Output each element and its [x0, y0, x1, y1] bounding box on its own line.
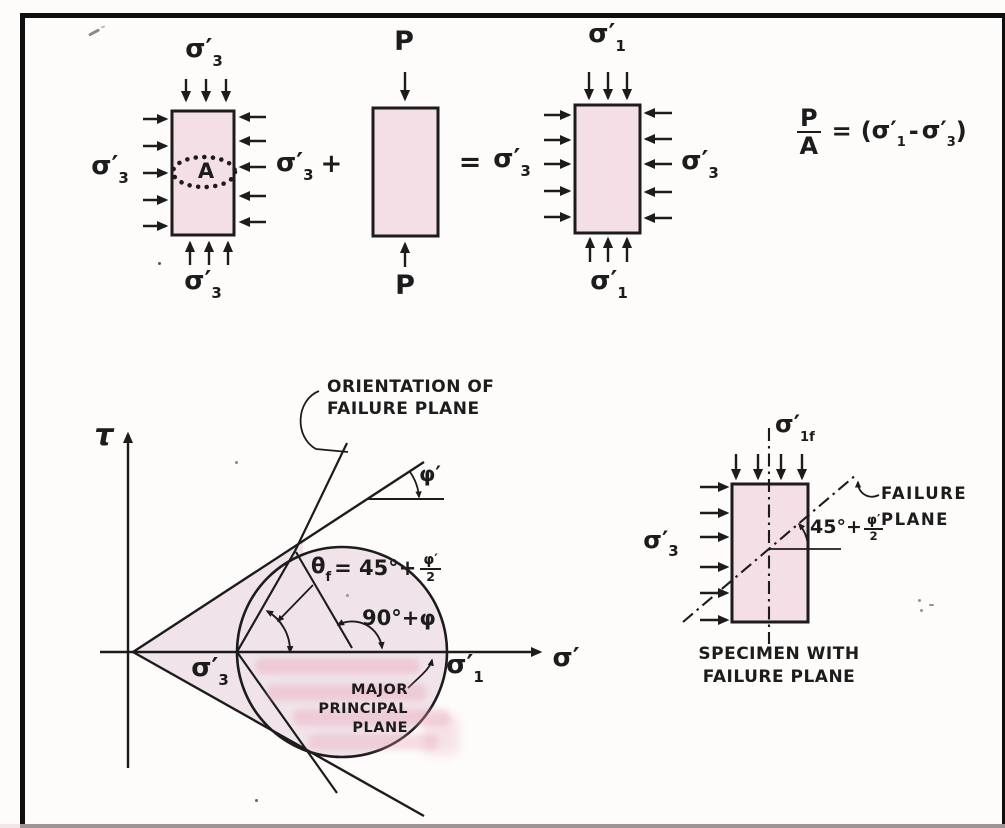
- scan-speck: [918, 599, 921, 602]
- failure-plane-line: [682, 473, 858, 623]
- plus-sign: +: [320, 149, 343, 180]
- failed-specimen-arrows: [700, 454, 808, 626]
- failure-envelope-upper: [132, 460, 425, 654]
- bleed-through-artifact: [255, 658, 420, 674]
- equation-fraction: P A: [797, 106, 821, 158]
- scan-speck: [920, 609, 923, 612]
- scan-artifact-strip: [0, 824, 1005, 828]
- angle-45-label: 45°+ φ′ 2: [810, 514, 884, 543]
- sigma1f-label: σ′1f: [775, 410, 815, 445]
- sigma3-mohr-label: σ′3: [191, 653, 229, 689]
- sigma3-plus-label: σ′3 +: [276, 148, 343, 184]
- specimen-combined: [544, 72, 672, 262]
- orientation-label-leader: [299, 390, 349, 453]
- sigma1-label-bottom: σ′1: [590, 266, 628, 302]
- theta-f-leader-arrow: [276, 584, 314, 623]
- bleed-through-artifact: [293, 709, 450, 726]
- specimen-caption: SPECIMEN WITH FAILURE PLANE: [698, 644, 860, 687]
- theta-f-arc: [265, 610, 294, 654]
- bleed-through-artifact: [423, 715, 459, 755]
- sigma3-label-combined-right: σ′3: [681, 146, 719, 182]
- bleed-through-artifact: [267, 684, 427, 701]
- load-label-top: P: [394, 26, 414, 57]
- sigma3-failed-label: σ′3: [643, 526, 679, 561]
- scan-speck: [235, 461, 238, 464]
- failure-plane-label: FAILURE PLANE: [881, 484, 968, 529]
- deviator-stress-equation: P A = ( σ′1 - σ′3 ): [797, 106, 967, 158]
- phi-angle-arc: [409, 471, 422, 499]
- bleed-through-artifact: [308, 734, 438, 750]
- sigma1-label-top: σ′1: [588, 19, 626, 55]
- area-label: A: [197, 159, 215, 183]
- sigma3-label-bottom: σ′3: [184, 266, 222, 302]
- angle-90-phi-label: 90°+φ: [362, 606, 436, 630]
- angle-90-phi-arc: [336, 619, 385, 650]
- specimen-confining: [143, 79, 266, 265]
- orientation-of-failure-plane-label: ORIENTATION OF FAILURE PLANE: [327, 377, 495, 419]
- specimen-combined-rect: [573, 103, 642, 235]
- mohr-diagram: [100, 390, 543, 818]
- sigma1-mohr-label: σ′1: [446, 650, 484, 686]
- equals-sign: =: [458, 147, 482, 178]
- scan-speck: [346, 594, 349, 597]
- scan-speck: [929, 604, 934, 606]
- scan-speck: [255, 799, 258, 802]
- specimen-deviator-rect: [371, 106, 440, 238]
- failed-specimen: [682, 428, 880, 644]
- area-section-ellipse: [170, 154, 238, 190]
- sigma3-label-top: σ′3: [185, 34, 223, 70]
- sigma3-label-left: σ′3: [91, 151, 129, 187]
- sigma3-label-combined-left: σ′3: [493, 144, 531, 180]
- theta-f-label: θf = 45°+ φ′ 2: [311, 553, 441, 584]
- specimen-deviator: [371, 72, 440, 267]
- confining-arrows: [143, 79, 266, 265]
- phi-angle-label: φ′: [419, 462, 441, 486]
- tau-axis-label: τ: [94, 418, 114, 453]
- load-label-bottom: P: [395, 270, 415, 301]
- failure-plane-orientation-line: [235, 442, 348, 794]
- scan-speck: [158, 262, 161, 265]
- sigma-axis-label: σ′: [552, 643, 580, 673]
- angle-45-arc: [798, 522, 809, 550]
- angle-45-fraction: φ′ 2: [863, 514, 884, 543]
- theta-fraction: φ′ 2: [420, 553, 441, 584]
- combined-arrows: [544, 72, 672, 262]
- failure-plane-leader-arrow: [854, 480, 880, 498]
- major-plane-leader-arrow: [407, 658, 434, 689]
- failure-envelope-lower: [132, 650, 425, 818]
- major-principal-plane-label: MAJOR PRINCIPAL PLANE: [318, 682, 408, 736]
